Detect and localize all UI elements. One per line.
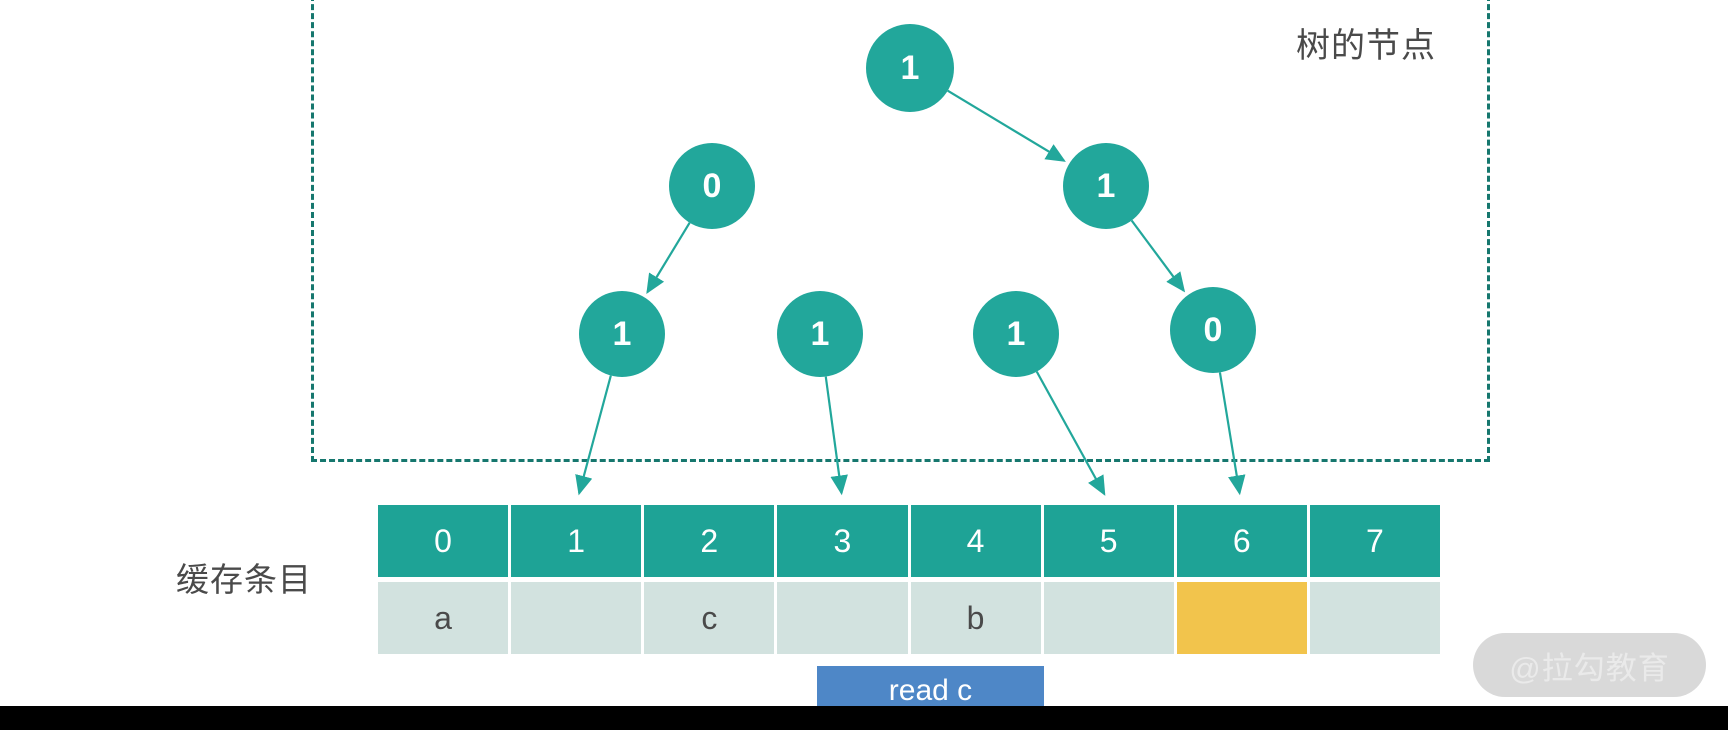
tree-region-box <box>311 0 1490 462</box>
bottom-letterbox-bar <box>0 706 1728 730</box>
cache-index-cell: 0 <box>378 505 512 577</box>
tree-node-leaf-0: 1 <box>579 291 665 377</box>
cache-value-cell <box>1176 582 1310 654</box>
cache-value-cell <box>777 582 911 654</box>
cache-index-cell: 4 <box>910 505 1044 577</box>
tree-node-l1: 0 <box>669 143 755 229</box>
cache-index-cell: 7 <box>1309 505 1440 577</box>
cache-value-cell: b <box>910 582 1044 654</box>
cache-value-cell <box>1309 582 1440 654</box>
tree-node-root: 1 <box>866 24 954 112</box>
tree-node-leaf-3: 0 <box>1170 287 1256 373</box>
tree-node-r1: 1 <box>1063 143 1149 229</box>
cache-index-cell: 1 <box>511 505 645 577</box>
tree-node-leaf-1: 1 <box>777 291 863 377</box>
cache-value-cell <box>1043 582 1177 654</box>
cache-index-cell: 2 <box>644 505 778 577</box>
tree-region-label: 树的节点 <box>1296 27 1436 65</box>
cache-index-cell: 6 <box>1176 505 1310 577</box>
cache-value-cell: c <box>644 582 778 654</box>
cache-index-cell: 5 <box>1043 505 1177 577</box>
cache-value-cell <box>511 582 645 654</box>
cache-value-cell: a <box>378 582 512 654</box>
tree-node-leaf-2: 1 <box>973 291 1059 377</box>
cache-entries-label: 缓存条目 <box>176 561 312 598</box>
watermark-badge: @拉勾教育 <box>1473 633 1706 697</box>
cache-index-cell: 3 <box>777 505 911 577</box>
